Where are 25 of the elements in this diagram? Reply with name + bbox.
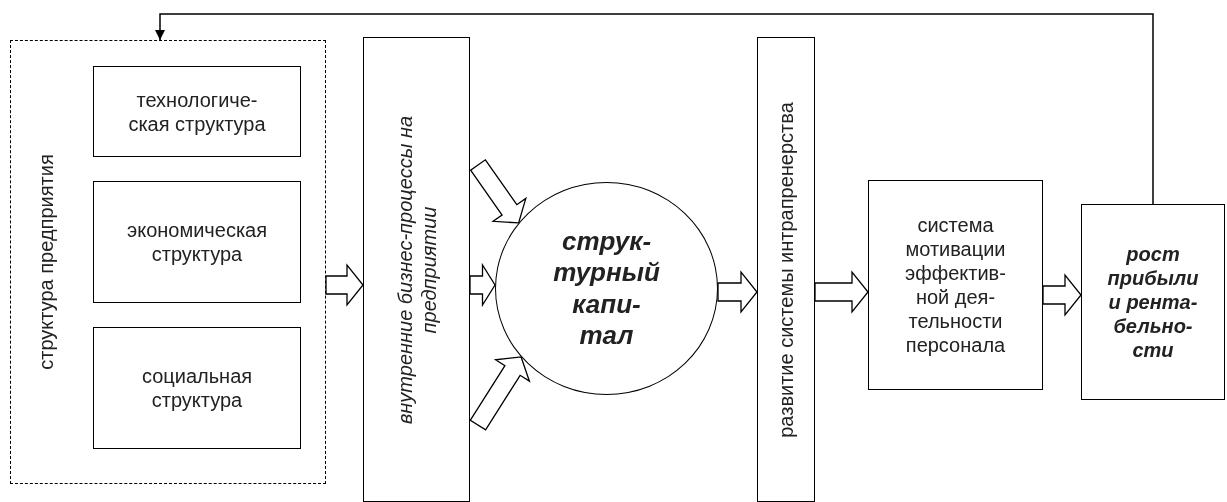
process-box xyxy=(868,180,1043,390)
node-label: структура предприятия xyxy=(34,154,58,370)
process-box xyxy=(93,66,301,157)
node-label: рост прибыли и рента- бельно- сти xyxy=(1107,242,1199,362)
arrow xyxy=(154,13,1154,205)
block-arrow xyxy=(325,263,364,307)
block-arrow xyxy=(717,270,758,314)
result-box xyxy=(1081,204,1225,400)
process-box xyxy=(93,327,301,449)
block-arrow xyxy=(469,158,527,224)
process-box xyxy=(363,37,470,502)
block-arrow xyxy=(469,356,531,431)
node-label: социальная структура xyxy=(140,364,254,412)
node-label: экономическая структура xyxy=(125,218,269,266)
process-box xyxy=(93,181,301,303)
node-label: технологиче- ская структура xyxy=(127,87,267,136)
node-label: развитие системы интрапренерства xyxy=(774,100,798,440)
node-label: система мотивации эффектив- ной дея- тельности персонала xyxy=(904,213,1007,357)
block-arrow xyxy=(814,270,869,314)
process-box xyxy=(757,37,815,502)
block-arrow xyxy=(469,262,496,308)
node-label: внутренние бизнес-процессы на предприятии xyxy=(392,114,441,426)
block-arrow xyxy=(1042,273,1082,317)
node-label: струк- турный капи- тал xyxy=(552,226,661,351)
dashed-group-box xyxy=(10,40,326,484)
